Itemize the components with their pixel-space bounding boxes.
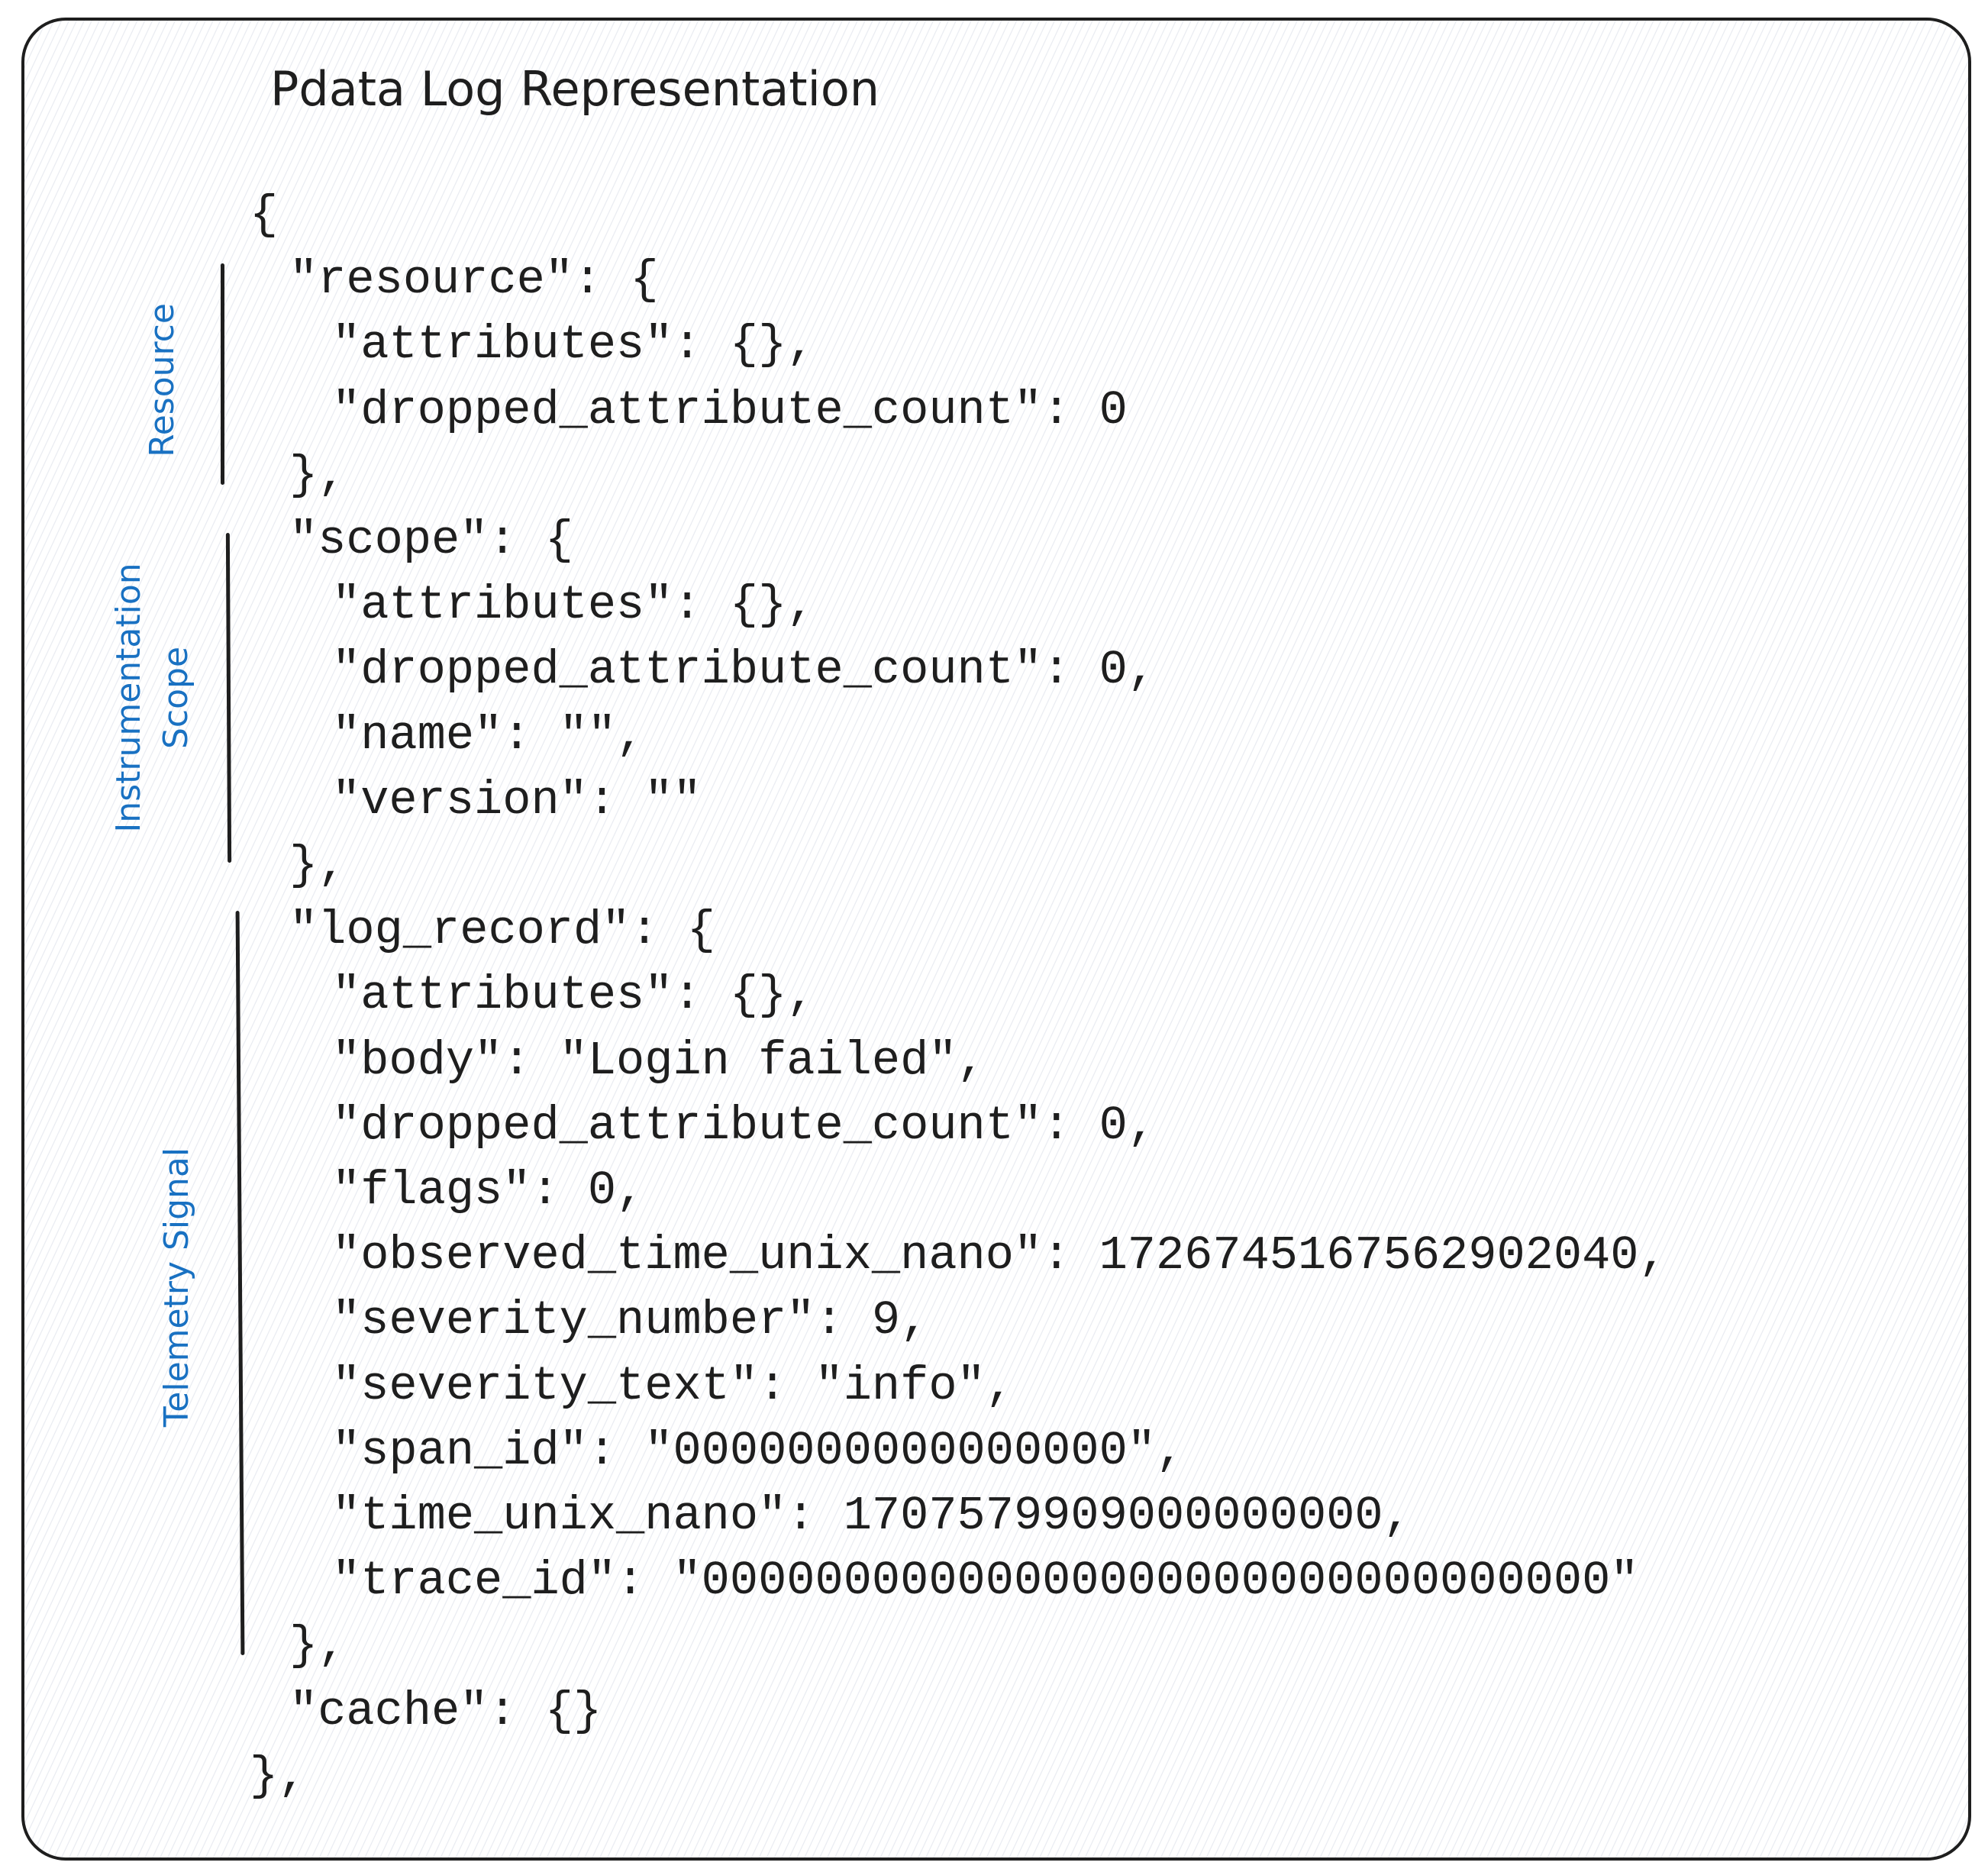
code-line: "name": "", — [332, 708, 645, 763]
code-line: "log_record": { — [289, 903, 716, 958]
telemetry-label: Telemetry Signal — [157, 1147, 196, 1428]
code-line: "resource": { — [289, 253, 659, 308]
code-line: "trace_id": "000000000000000000000000000… — [332, 1554, 1639, 1609]
code-line: "dropped_attribute_count": 0, — [332, 1098, 1156, 1153]
code-line: "dropped_attribute_count": 0 — [332, 382, 1128, 437]
code-line: "span_id": "0000000000000000", — [332, 1423, 1185, 1478]
code-line: "dropped_attribute_count": 0, — [332, 643, 1156, 698]
code-line: "attributes": {}, — [332, 968, 815, 1023]
code-line: "observed_time_unix_nano": 1726745167562… — [332, 1228, 1667, 1283]
code-line: "severity_text": "info", — [332, 1358, 1014, 1413]
code-line: "attributes": {}, — [332, 578, 815, 633]
code-line: "scope": { — [289, 513, 574, 567]
code-line: "body": "Login failed", — [332, 1033, 986, 1088]
resource-bracket — [221, 263, 224, 485]
scope-label-line1: Instrumentation — [109, 563, 148, 833]
code-line: }, — [289, 447, 347, 502]
code-line: }, — [289, 838, 347, 892]
code-line: "time_unix_nano": 1707579909000000000, — [332, 1489, 1412, 1543]
code-line: "attributes": {}, — [332, 318, 815, 373]
code-line: }, — [250, 1748, 307, 1803]
code-line: }, — [289, 1619, 347, 1674]
scope-label: Instrumentation Scope — [105, 563, 200, 832]
diagram-title: Pdata Log Representation — [270, 61, 880, 117]
resource-label: Resource — [143, 303, 182, 457]
code-line: { — [250, 188, 279, 242]
code-line: "severity_number": 9, — [332, 1293, 929, 1348]
code-line: "cache": {} — [289, 1683, 602, 1738]
code-line: "version": "" — [332, 773, 702, 828]
code-line: "flags": 0, — [332, 1164, 645, 1218]
diagram-frame — [21, 18, 1971, 1861]
scope-label-line2: Scope — [157, 646, 195, 750]
